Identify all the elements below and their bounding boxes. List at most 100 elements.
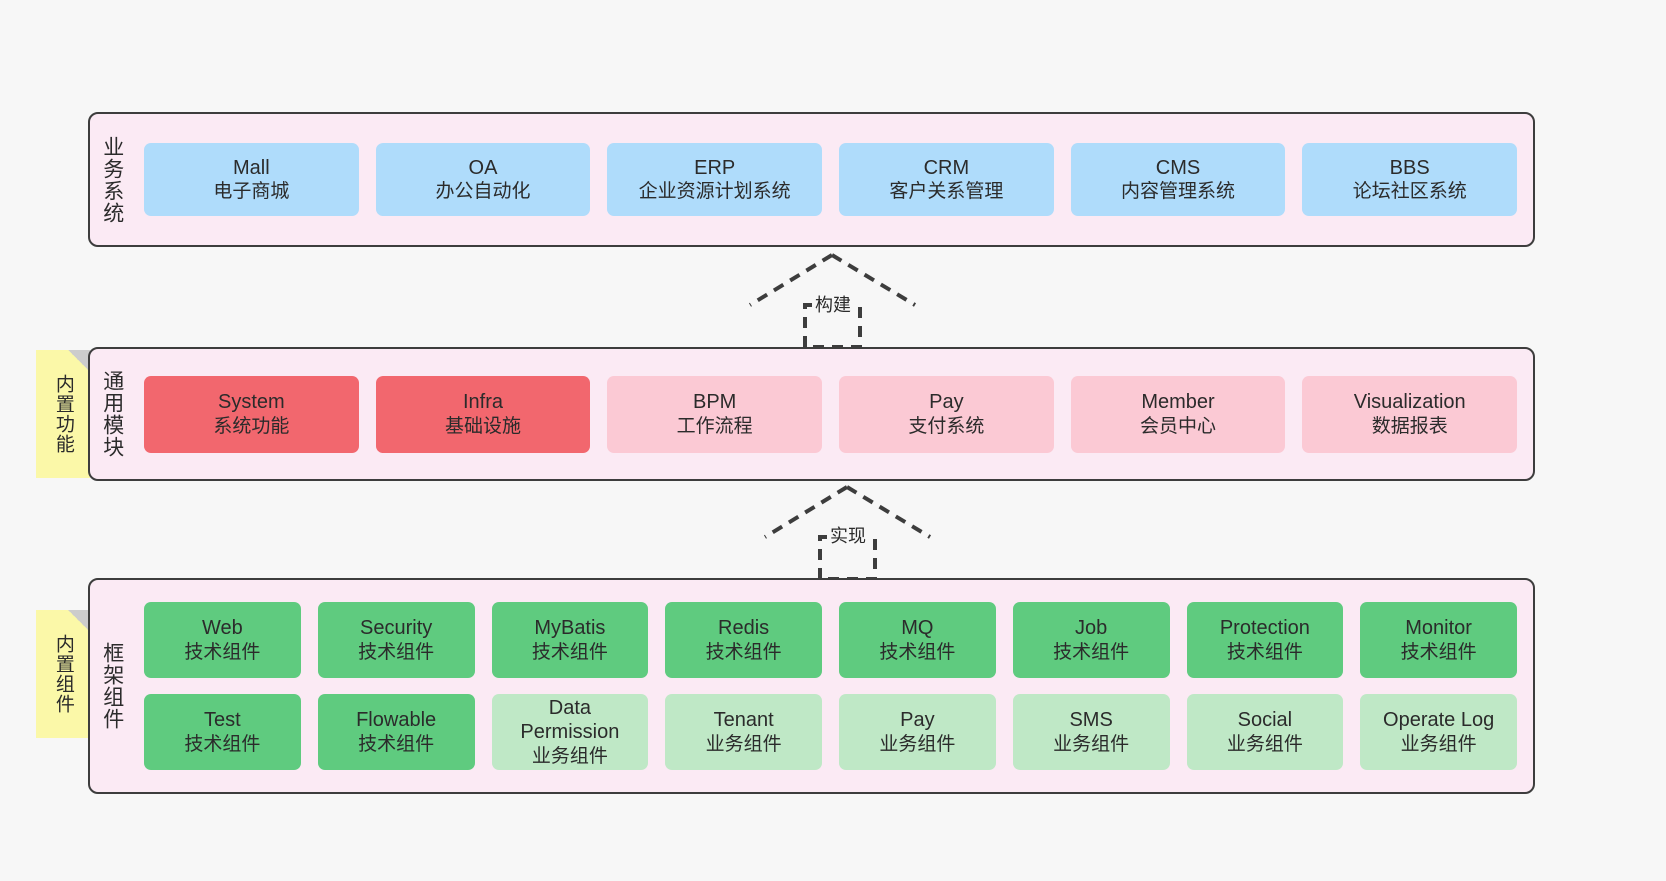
module-card-redis[interactable]: Redis 技术组件 — [665, 602, 822, 678]
module-card-title: ERP — [694, 156, 736, 179]
module-card-visualization[interactable]: Visualization 数据报表 — [1302, 375, 1518, 453]
module-card-bbs[interactable]: BBS 论坛社区系统 — [1302, 143, 1518, 216]
module-card-subtitle: 客户关系管理 — [889, 181, 1004, 203]
module-card-title: BBS — [1389, 156, 1430, 179]
module-card-subtitle: 业务组件 — [1053, 733, 1130, 755]
layer-row: Test 技术组件 Flowable 技术组件 Data Permission … — [144, 694, 1517, 770]
module-card-subtitle: 支付系统 — [908, 415, 985, 437]
module-card-member[interactable]: Member 会员中心 — [1070, 375, 1286, 453]
module-card-operate-log[interactable]: Operate Log 业务组件 — [1360, 694, 1517, 770]
module-card-title: Protection — [1219, 617, 1310, 640]
sticky-note-builtin-components: 内置组件 — [36, 610, 90, 738]
module-card-mq[interactable]: MQ 技术组件 — [839, 602, 996, 678]
module-card-mybatis[interactable]: MyBatis 技术组件 — [491, 602, 649, 678]
module-card-subtitle: 电子商城 — [213, 181, 290, 203]
layer-row: System 系统功能 Infra 基础设施 BPM 工作流程 Pay 支付系统… — [144, 375, 1518, 453]
module-card-title: Pay — [929, 391, 964, 414]
module-card-title: Job — [1075, 617, 1108, 640]
module-card-title: BPM — [693, 391, 737, 414]
module-card-title: Data Permission — [520, 697, 620, 744]
module-card-flowable[interactable]: Flowable 技术组件 — [317, 694, 475, 770]
layer-business-system: 业务系统 Mall 电子商城 OA 办公自动化 ERP 企业资源计划系统 CRM… — [88, 112, 1535, 247]
module-card-subtitle: 业务组件 — [879, 733, 956, 755]
module-card-test[interactable]: Test 技术组件 — [144, 694, 301, 770]
module-card-cms[interactable]: CMS 内容管理系统 — [1070, 143, 1286, 216]
module-card-crm[interactable]: CRM 客户关系管理 — [839, 143, 1054, 216]
layer-body-business-system: Mall 电子商城 OA 办公自动化 ERP 企业资源计划系统 CRM 客户关系… — [134, 114, 1533, 245]
module-card-title: Mall — [233, 156, 270, 179]
module-card-tenant[interactable]: Tenant 业务组件 — [665, 694, 822, 770]
module-card-subtitle: 技术组件 — [184, 733, 261, 755]
module-card-subtitle: 技术组件 — [184, 641, 261, 663]
module-card-subtitle: 企业资源计划系统 — [638, 181, 791, 203]
module-card-subtitle: 技术组件 — [358, 641, 435, 663]
module-card-title: System — [217, 391, 285, 414]
layer-row: Mall 电子商城 OA 办公自动化 ERP 企业资源计划系统 CRM 客户关系… — [144, 143, 1518, 216]
module-card-title: SMS — [1069, 709, 1113, 732]
module-card-title: Pay — [900, 709, 935, 732]
sticky-note-builtin-features: 内置功能 — [36, 350, 90, 478]
sticky-note-label: 内置功能 — [52, 374, 74, 454]
module-card-subtitle: 技术组件 — [1053, 641, 1130, 663]
module-card-title: Security — [360, 617, 433, 640]
module-card-title: Monitor — [1405, 617, 1472, 640]
module-card-subtitle: 数据报表 — [1371, 415, 1448, 437]
module-card-subtitle: 技术组件 — [705, 641, 782, 663]
module-card-mall[interactable]: Mall 电子商城 — [144, 143, 359, 216]
layer-body-common-module: System 系统功能 Infra 基础设施 BPM 工作流程 Pay 支付系统… — [134, 349, 1533, 479]
module-card-system[interactable]: System 系统功能 — [144, 375, 359, 453]
module-card-oa[interactable]: OA 办公自动化 — [375, 143, 591, 216]
module-card-title: Infra — [462, 391, 504, 414]
module-card-pay-component[interactable]: Pay 业务组件 — [839, 694, 996, 770]
arrow-implement-label: 实现 — [827, 522, 869, 548]
module-card-job[interactable]: Job 技术组件 — [1012, 602, 1170, 678]
module-card-monitor[interactable]: Monitor 技术组件 — [1360, 602, 1517, 678]
module-card-web[interactable]: Web 技术组件 — [144, 602, 301, 678]
module-card-subtitle: 论坛社区系统 — [1352, 181, 1467, 203]
module-card-subtitle: 系统功能 — [213, 415, 290, 437]
module-card-subtitle: 内容管理系统 — [1121, 181, 1236, 203]
module-card-subtitle: 技术组件 — [531, 641, 608, 663]
module-card-subtitle: 业务组件 — [1400, 733, 1477, 755]
module-card-subtitle: 技术组件 — [1400, 641, 1477, 663]
module-card-pay[interactable]: Pay 支付系统 — [839, 375, 1054, 453]
module-card-title: MyBatis — [534, 617, 606, 640]
module-card-title: Redis — [718, 617, 770, 640]
module-card-sms[interactable]: SMS 业务组件 — [1012, 694, 1170, 770]
module-card-security[interactable]: Security 技术组件 — [317, 602, 475, 678]
module-card-subtitle: 会员中心 — [1140, 415, 1217, 437]
module-card-subtitle: 业务组件 — [1226, 733, 1303, 755]
module-card-subtitle: 业务组件 — [531, 745, 608, 767]
module-card-bpm[interactable]: BPM 工作流程 — [607, 375, 823, 453]
module-card-title: MQ — [901, 617, 934, 640]
module-card-subtitle: 技术组件 — [1226, 641, 1303, 663]
module-card-subtitle: 技术组件 — [358, 733, 435, 755]
layer-title-business-system: 业务系统 — [100, 135, 124, 224]
module-card-data-permission[interactable]: Data Permission 业务组件 — [491, 694, 649, 770]
module-card-title: CMS — [1155, 156, 1201, 179]
layer-common-module: 通用模块 System 系统功能 Infra 基础设施 BPM 工作流程 Pay… — [88, 347, 1535, 481]
layer-framework-component: 框架组件 Web 技术组件 Security 技术组件 MyBatis 技术组件… — [88, 578, 1535, 794]
module-card-title: Social — [1237, 709, 1293, 732]
arrow-build-label: 构建 — [812, 291, 854, 317]
module-card-subtitle: 业务组件 — [705, 733, 782, 755]
module-card-social[interactable]: Social 业务组件 — [1186, 694, 1344, 770]
module-card-title: CRM — [923, 156, 970, 179]
module-card-title: Flowable — [356, 709, 437, 732]
module-card-title: Visualization — [1353, 391, 1466, 414]
module-card-title: Web — [201, 617, 243, 640]
layer-title-framework-component: 框架组件 — [100, 642, 124, 730]
module-card-title: Tenant — [713, 709, 774, 732]
module-card-erp[interactable]: ERP 企业资源计划系统 — [607, 143, 823, 216]
module-card-protection[interactable]: Protection 技术组件 — [1186, 602, 1344, 678]
layer-body-framework-component: Web 技术组件 Security 技术组件 MyBatis 技术组件 Redi… — [134, 580, 1533, 792]
module-card-subtitle: 技术组件 — [879, 641, 956, 663]
module-card-infra[interactable]: Infra 基础设施 — [375, 375, 591, 453]
module-card-subtitle: 工作流程 — [676, 415, 753, 437]
sticky-note-label: 内置组件 — [52, 634, 74, 714]
module-card-subtitle: 基础设施 — [445, 415, 522, 437]
module-card-title: OA — [468, 156, 498, 179]
module-card-title: Operate Log — [1383, 709, 1495, 732]
layer-title-common-module: 通用模块 — [100, 370, 124, 458]
